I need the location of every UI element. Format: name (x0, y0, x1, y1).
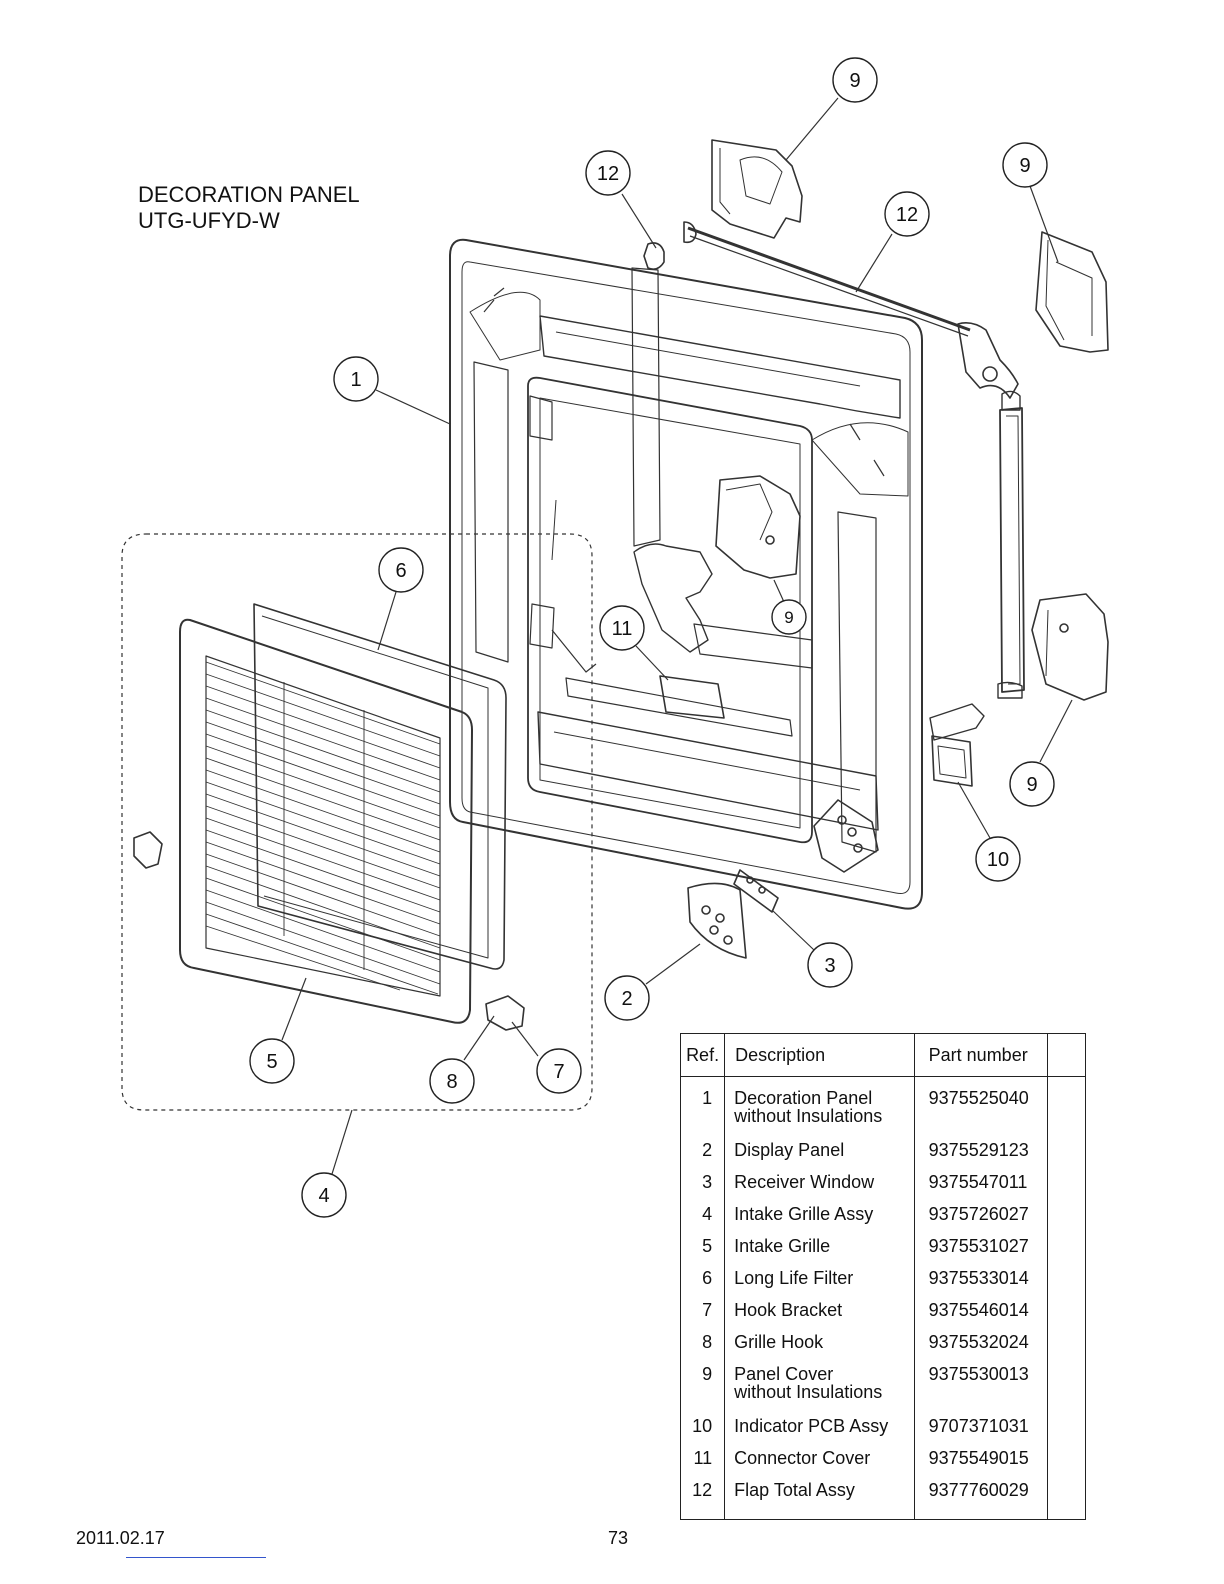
part-number-column-header: Part number (913, 1033, 1049, 1077)
table-row: 11 Connector Cover 9375549015 (679, 1449, 1086, 1481)
part-number-cell: 9707371031 (913, 1417, 1049, 1449)
part-number-cell: 9375546014 (913, 1301, 1049, 1333)
description-cell: Hook Bracket (724, 1301, 915, 1333)
callout-label: 12 (896, 204, 918, 226)
callout-label: 9 (1026, 774, 1037, 796)
ref-cell: 9 (679, 1365, 726, 1417)
blank-column-header (1047, 1033, 1086, 1077)
ref-cell: 11 (679, 1449, 726, 1481)
leader-lines (281, 97, 1073, 1175)
callout-label: 8 (446, 1071, 457, 1093)
part-number-cell: 9375549015 (913, 1449, 1049, 1481)
part-number-cell: 9375530013 (913, 1365, 1049, 1417)
ref-cell: 12 (679, 1481, 726, 1520)
part-number-cell: 9375726027 (913, 1205, 1049, 1237)
table-row: 10 Indicator PCB Assy 9707371031 (679, 1417, 1086, 1449)
ref-cell: 5 (679, 1237, 726, 1269)
model-number: UTG-UFYD-W (138, 208, 280, 233)
table-row: 12 Flap Total Assy 9377760029 (679, 1481, 1086, 1520)
description-cell: Display Panel (724, 1141, 915, 1173)
table-row: 4 Intake Grille Assy 9375726027 (679, 1205, 1086, 1237)
callout-label: 6 (395, 560, 406, 582)
part-number-cell: 9375525040 (913, 1076, 1049, 1141)
callout-label: 3 (824, 955, 835, 977)
ref-column-header: Ref. (679, 1033, 726, 1077)
description-column-header: Description (724, 1033, 915, 1077)
ref-cell: 3 (679, 1173, 726, 1205)
table-header-row: Ref. Description Part number (679, 1033, 1086, 1077)
callout-label: 4 (318, 1185, 329, 1207)
footer-rule (126, 1557, 266, 1558)
description-cell: Intake Grille Assy (724, 1205, 915, 1237)
table-row: 6 Long Life Filter 9375533014 (679, 1269, 1086, 1301)
panel-cover-drawings (711, 139, 1109, 701)
flap-assembly-drawing (631, 221, 1025, 741)
callout-label: 10 (987, 849, 1009, 871)
callout-label: 2 (621, 988, 632, 1010)
callout-label: 9 (784, 608, 793, 627)
description-cell: Long Life Filter (724, 1269, 915, 1301)
table-row: 5 Intake Grille 9375531027 (679, 1237, 1086, 1269)
part-number-cell: 9375529123 (913, 1141, 1049, 1173)
description-cell: Receiver Window (724, 1173, 915, 1205)
intake-grille-drawing (121, 533, 593, 1111)
ref-cell: 4 (679, 1205, 726, 1237)
diagram-title: DECORATION PANEL (138, 182, 360, 207)
description-cell: Intake Grille (724, 1237, 915, 1269)
ref-cell: 8 (679, 1333, 726, 1365)
decoration-panel-drawing (449, 238, 923, 910)
ref-cell: 7 (679, 1301, 726, 1333)
part-number-cell: 9375547011 (913, 1173, 1049, 1205)
ref-cell: 1 (679, 1076, 726, 1141)
part-number-cell: 9377760029 (913, 1481, 1049, 1520)
ref-cell: 6 (679, 1269, 726, 1301)
callout-label: 9 (1019, 155, 1030, 177)
callout-label: 7 (553, 1061, 564, 1083)
ref-cell: 2 (679, 1141, 726, 1173)
callout-label: 9 (849, 70, 860, 92)
table-row: 2 Display Panel 9375529123 (679, 1141, 1086, 1173)
callout-label: 12 (597, 163, 619, 185)
parts-list-table: Ref. Description Part number 1 Decoratio… (679, 1033, 1086, 1520)
callout-label: 11 (612, 618, 633, 640)
description-cell: Connector Cover (724, 1449, 915, 1481)
part-number-cell: 9375531027 (913, 1237, 1049, 1269)
table-row: 3 Receiver Window 9375547011 (679, 1173, 1086, 1205)
description-cell: Flap Total Assy (724, 1481, 915, 1520)
table-row: 8 Grille Hook 9375532024 (679, 1333, 1086, 1365)
footer-date: 2011.02.17 (76, 1528, 165, 1548)
callout-label: 1 (350, 369, 361, 391)
callout-label: 5 (266, 1051, 277, 1073)
description-cell: Grille Hook (724, 1333, 915, 1365)
callout-circles (249, 57, 1055, 1218)
small-parts-drawings (659, 675, 973, 959)
part-number-cell: 9375533014 (913, 1269, 1049, 1301)
description-cell: Indicator PCB Assy (724, 1417, 915, 1449)
page-number: 73 (608, 1528, 629, 1548)
table-row: 7 Hook Bracket 9375546014 (679, 1301, 1086, 1333)
ref-cell: 10 (679, 1417, 726, 1449)
part-number-cell: 9375532024 (913, 1333, 1049, 1365)
